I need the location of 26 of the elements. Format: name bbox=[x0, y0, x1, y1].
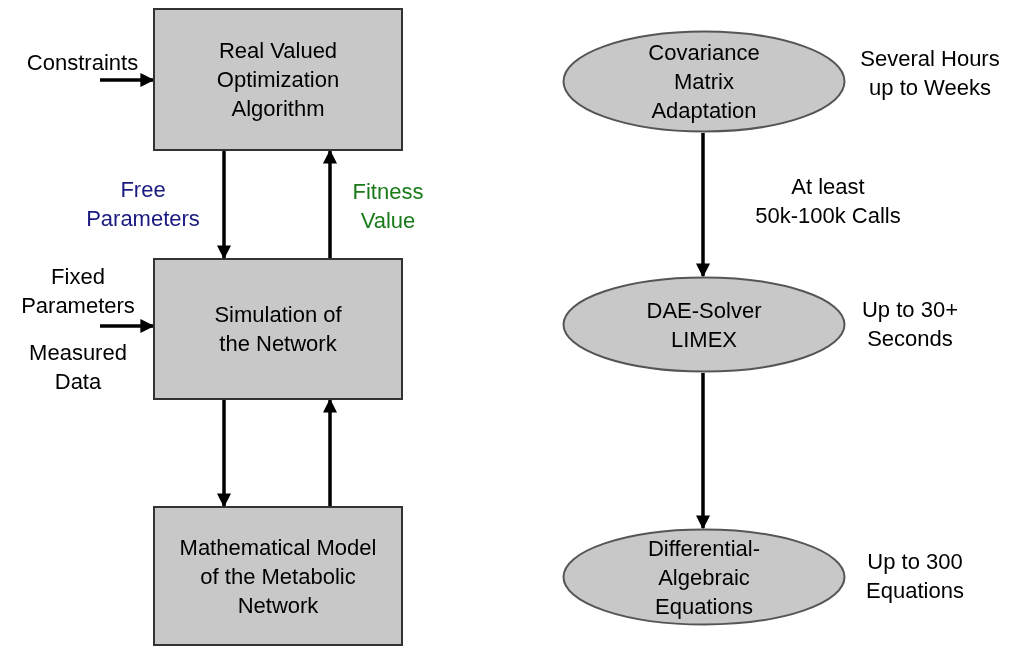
process-box bbox=[153, 8, 403, 151]
input-label: Constraints bbox=[26, 49, 139, 77]
arrow bbox=[217, 400, 231, 508]
duration-note: Several Hours up to Weeks bbox=[859, 45, 1001, 102]
node-label: Simulation of the Network bbox=[213, 301, 343, 358]
node-label: Real Valued Optimization Algorithm bbox=[215, 37, 341, 123]
node-label: Differential-Algebraic Equations bbox=[646, 534, 762, 621]
arrow bbox=[696, 133, 710, 278]
duration-note: Up to 30+ Seconds bbox=[861, 296, 959, 353]
arrow bbox=[100, 319, 155, 333]
input-label: Fixed Parameters bbox=[20, 263, 136, 320]
input-label: Measured Data bbox=[28, 339, 128, 396]
process-box bbox=[153, 258, 403, 400]
arrow bbox=[696, 373, 710, 530]
process-ellipse bbox=[562, 30, 846, 133]
arrow bbox=[323, 398, 337, 506]
arrow bbox=[323, 149, 337, 258]
process-ellipse bbox=[562, 528, 846, 626]
node-label: Mathematical Model of the Metabolic Network bbox=[178, 533, 378, 620]
arrow bbox=[217, 151, 231, 260]
node-label: DAE-Solver LIMEX bbox=[645, 296, 763, 354]
duration-note: Up to 300 Equations bbox=[865, 548, 965, 605]
arrow bbox=[100, 73, 155, 87]
node-label: Covariance Matrix Adaptation bbox=[647, 39, 761, 125]
process-box bbox=[153, 506, 403, 646]
process-ellipse bbox=[562, 276, 846, 373]
